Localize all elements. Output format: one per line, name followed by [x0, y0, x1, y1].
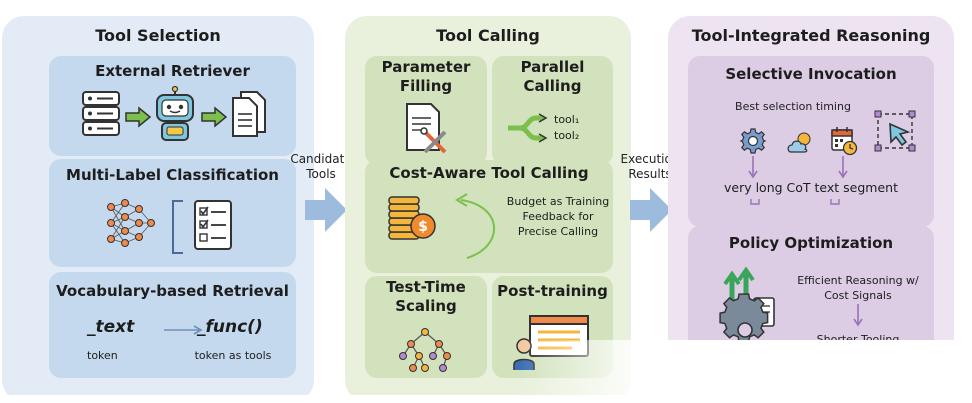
- bracket-icon: [172, 200, 183, 254]
- tool-selection-panel: Tool Selection External Retriever: [2, 16, 314, 402]
- robot-icon: [156, 85, 194, 141]
- execution-results-arrow: [630, 188, 672, 232]
- down-arrow-icon: [853, 304, 863, 327]
- efficient-reasoning-label: Efficient Reasoning w/ Cost Signals: [797, 274, 919, 302]
- svg-text:$: $: [418, 219, 428, 235]
- segment-bracket-icon: [750, 199, 760, 205]
- calendar-clock-icon: [831, 127, 858, 156]
- token-label: token: [87, 349, 118, 362]
- tool-calling-panel: Tool Calling Parameter Filling Parallel …: [345, 16, 631, 402]
- policy-optimization-title: Policy Optimization: [728, 234, 894, 252]
- tool-selection-title: Tool Selection: [95, 26, 221, 45]
- right-arrow-icon: [164, 325, 203, 335]
- parallel-calling-box: Parallel Calling tool₁ tool₂: [492, 56, 613, 165]
- multi-label-box: Multi-Label Classification: [49, 159, 296, 267]
- cost-aware-caption: Budget as Training Feedback for Precise …: [506, 195, 610, 238]
- split-arrow-icon: [508, 113, 548, 143]
- multi-label-title: Multi-Label Classification: [66, 166, 279, 184]
- neural-network-icon: [107, 199, 155, 247]
- candidate-tools-label: Candidate Tools: [290, 152, 352, 181]
- cot-segment-label: very long CoT text segment: [723, 180, 898, 195]
- cursor-select-icon: [874, 110, 916, 152]
- tool2-label: tool₂: [554, 129, 580, 142]
- segment-bracket-icon: [830, 199, 840, 205]
- parallel-calling-title: Parallel Calling: [520, 58, 585, 95]
- test-time-scaling-title: Test-Time Scaling: [386, 278, 466, 315]
- policy-optimization-box: Policy Optimization Efficient Reasoning …: [688, 226, 934, 378]
- selective-invocation-title: Selective Invocation: [725, 65, 897, 83]
- post-training-box: Post-training: [492, 276, 613, 378]
- down-arrow-icon: [748, 156, 758, 179]
- coins-icon: $: [388, 196, 436, 240]
- database-icon: [82, 91, 120, 136]
- parameter-filling-box: Parameter Filling: [365, 56, 487, 165]
- best-selection-timing-label: Best selection timing: [735, 100, 851, 113]
- test-time-scaling-box: Test-Time Scaling: [365, 276, 487, 378]
- person-screen-icon: [513, 315, 589, 370]
- down-arrow-icon: [838, 156, 848, 179]
- external-retriever-box: External Retriever: [49, 56, 296, 156]
- shorter-tooling-label: Shorter Tooling: [816, 333, 900, 346]
- gear-growth-icon: [719, 266, 775, 343]
- tool-integrated-reasoning-title: Tool-Integrated Reasoning: [691, 26, 931, 45]
- tool-integrated-reasoning-panel: Tool-Integrated Reasoning Selective Invo…: [668, 16, 954, 402]
- document-icon: [232, 91, 266, 137]
- selective-invocation-box: Selective Invocation Best selection timi…: [688, 56, 934, 227]
- green-arrow-icon: [125, 106, 152, 128]
- checklist-icon: [194, 200, 232, 250]
- token-as-tools-label: token as tools: [194, 349, 272, 362]
- cost-aware-title: Cost-Aware Tool Calling: [389, 164, 589, 182]
- vocabulary-retrieval-title: Vocabulary-based Retrieval: [56, 282, 289, 300]
- vocabulary-retrieval-box: Vocabulary-based Retrieval _text _func()…: [49, 272, 296, 378]
- feedback-arrow-icon: [455, 193, 495, 259]
- weather-icon: [787, 132, 811, 153]
- tree-search-icon: [399, 328, 451, 372]
- green-arrow-icon: [201, 106, 228, 128]
- tool1-label: tool₁: [554, 113, 580, 126]
- parameter-filling-title: Parameter Filling: [381, 58, 471, 95]
- document-tools-icon: [406, 103, 447, 154]
- execution-results-label: Execution Results: [620, 152, 680, 181]
- func-token: _func(): [197, 317, 263, 337]
- cost-aware-box: Cost-Aware Tool Calling $ Budget as Trai…: [365, 160, 613, 273]
- text-token: _text: [87, 317, 135, 337]
- gear-icon: [739, 128, 767, 154]
- external-retriever-title: External Retriever: [95, 62, 250, 80]
- tool-calling-title: Tool Calling: [436, 26, 540, 45]
- post-training-title: Post-training: [497, 282, 608, 300]
- candidate-tools-arrow: [305, 188, 347, 232]
